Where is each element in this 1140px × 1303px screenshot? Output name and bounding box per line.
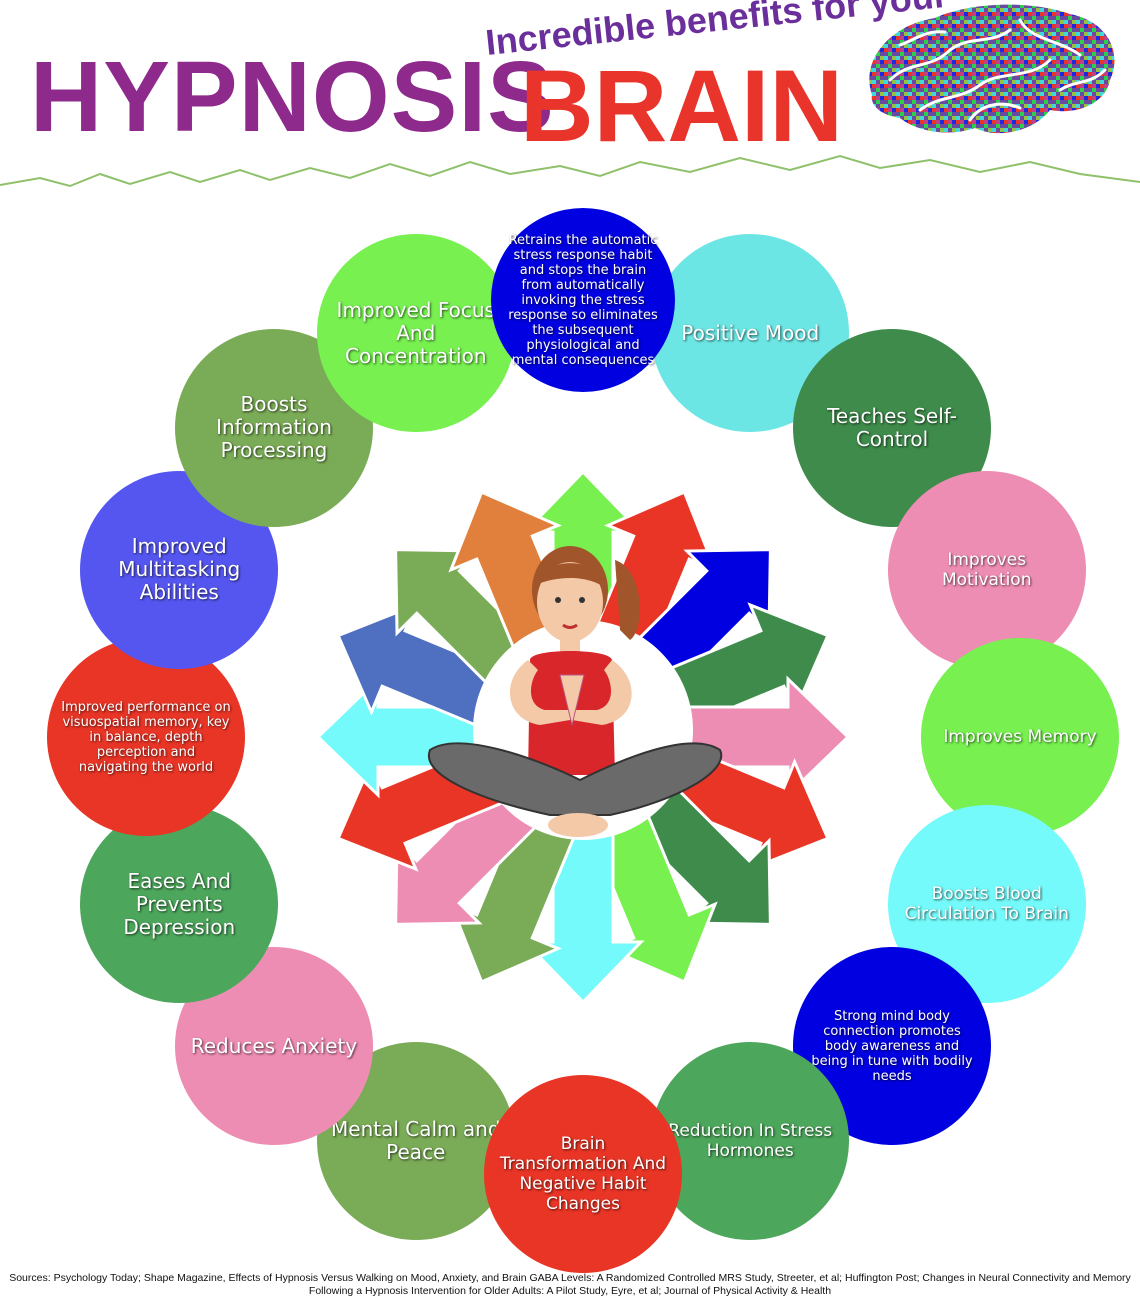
benefit-label: Improves Memory xyxy=(943,727,1097,747)
sources-footnote: Sources: Psychology Today; Shape Magazin… xyxy=(9,1272,1131,1297)
benefit-label: Positive Mood xyxy=(681,320,820,345)
benefit-circle: Improved performance on visuospatial mem… xyxy=(47,638,245,836)
benefit-circle: Reduction In Stress Hormones xyxy=(651,1041,850,1240)
benefit-circle: Brain Transformation And Negative Habit … xyxy=(484,1075,682,1273)
title-brain: BRAIN xyxy=(520,49,843,163)
benefit-circle: Improves Memory xyxy=(921,638,1119,836)
benefit-circle: Retrains the automatic stress response h… xyxy=(491,208,675,392)
benefit-label: Brain Transformation And Negative Habit … xyxy=(499,1134,667,1214)
benefit-circle: Boosts Information Processing xyxy=(174,328,373,527)
benefit-label: Improved Focus And Concentration xyxy=(336,297,495,368)
benefit-label: Eases And Prevents Depression xyxy=(123,868,236,939)
benefit-label: Strong mind body connection promotes bod… xyxy=(811,1008,973,1084)
benefit-label: Teaches Self-Control xyxy=(827,403,957,451)
benefit-label: Improved performance on visuospatial mem… xyxy=(61,699,231,775)
benefit-circle: Improved Focus And Concentration xyxy=(316,234,515,433)
title-hypnosis: HYPNOSIS xyxy=(30,41,555,153)
benefit-circle: Improves Motivation xyxy=(887,470,1086,669)
benefit-circle: Improved Multitasking Abilities xyxy=(80,470,279,669)
benefit-label: Retrains the automatic stress response h… xyxy=(508,232,658,368)
benefit-label: Improved Multitasking Abilities xyxy=(118,534,241,605)
meditating-woman-illustration xyxy=(427,546,723,840)
benefit-label: Improves Motivation xyxy=(941,549,1032,590)
benefit-label: Boosts Blood Circulation To Brain xyxy=(904,884,1069,925)
benefit-label: Mental Calm and Peace xyxy=(331,1116,501,1164)
benefit-circle: Eases And Prevents Depression xyxy=(80,805,279,1004)
benefit-label: Reduces Anxiety xyxy=(190,1033,358,1058)
benefit-label: Reduction In Stress Hormones xyxy=(668,1120,833,1161)
benefit-label: Boosts Information Processing xyxy=(216,392,332,463)
brain-icon xyxy=(869,4,1115,134)
decorative-scribble-divider xyxy=(0,154,1140,188)
